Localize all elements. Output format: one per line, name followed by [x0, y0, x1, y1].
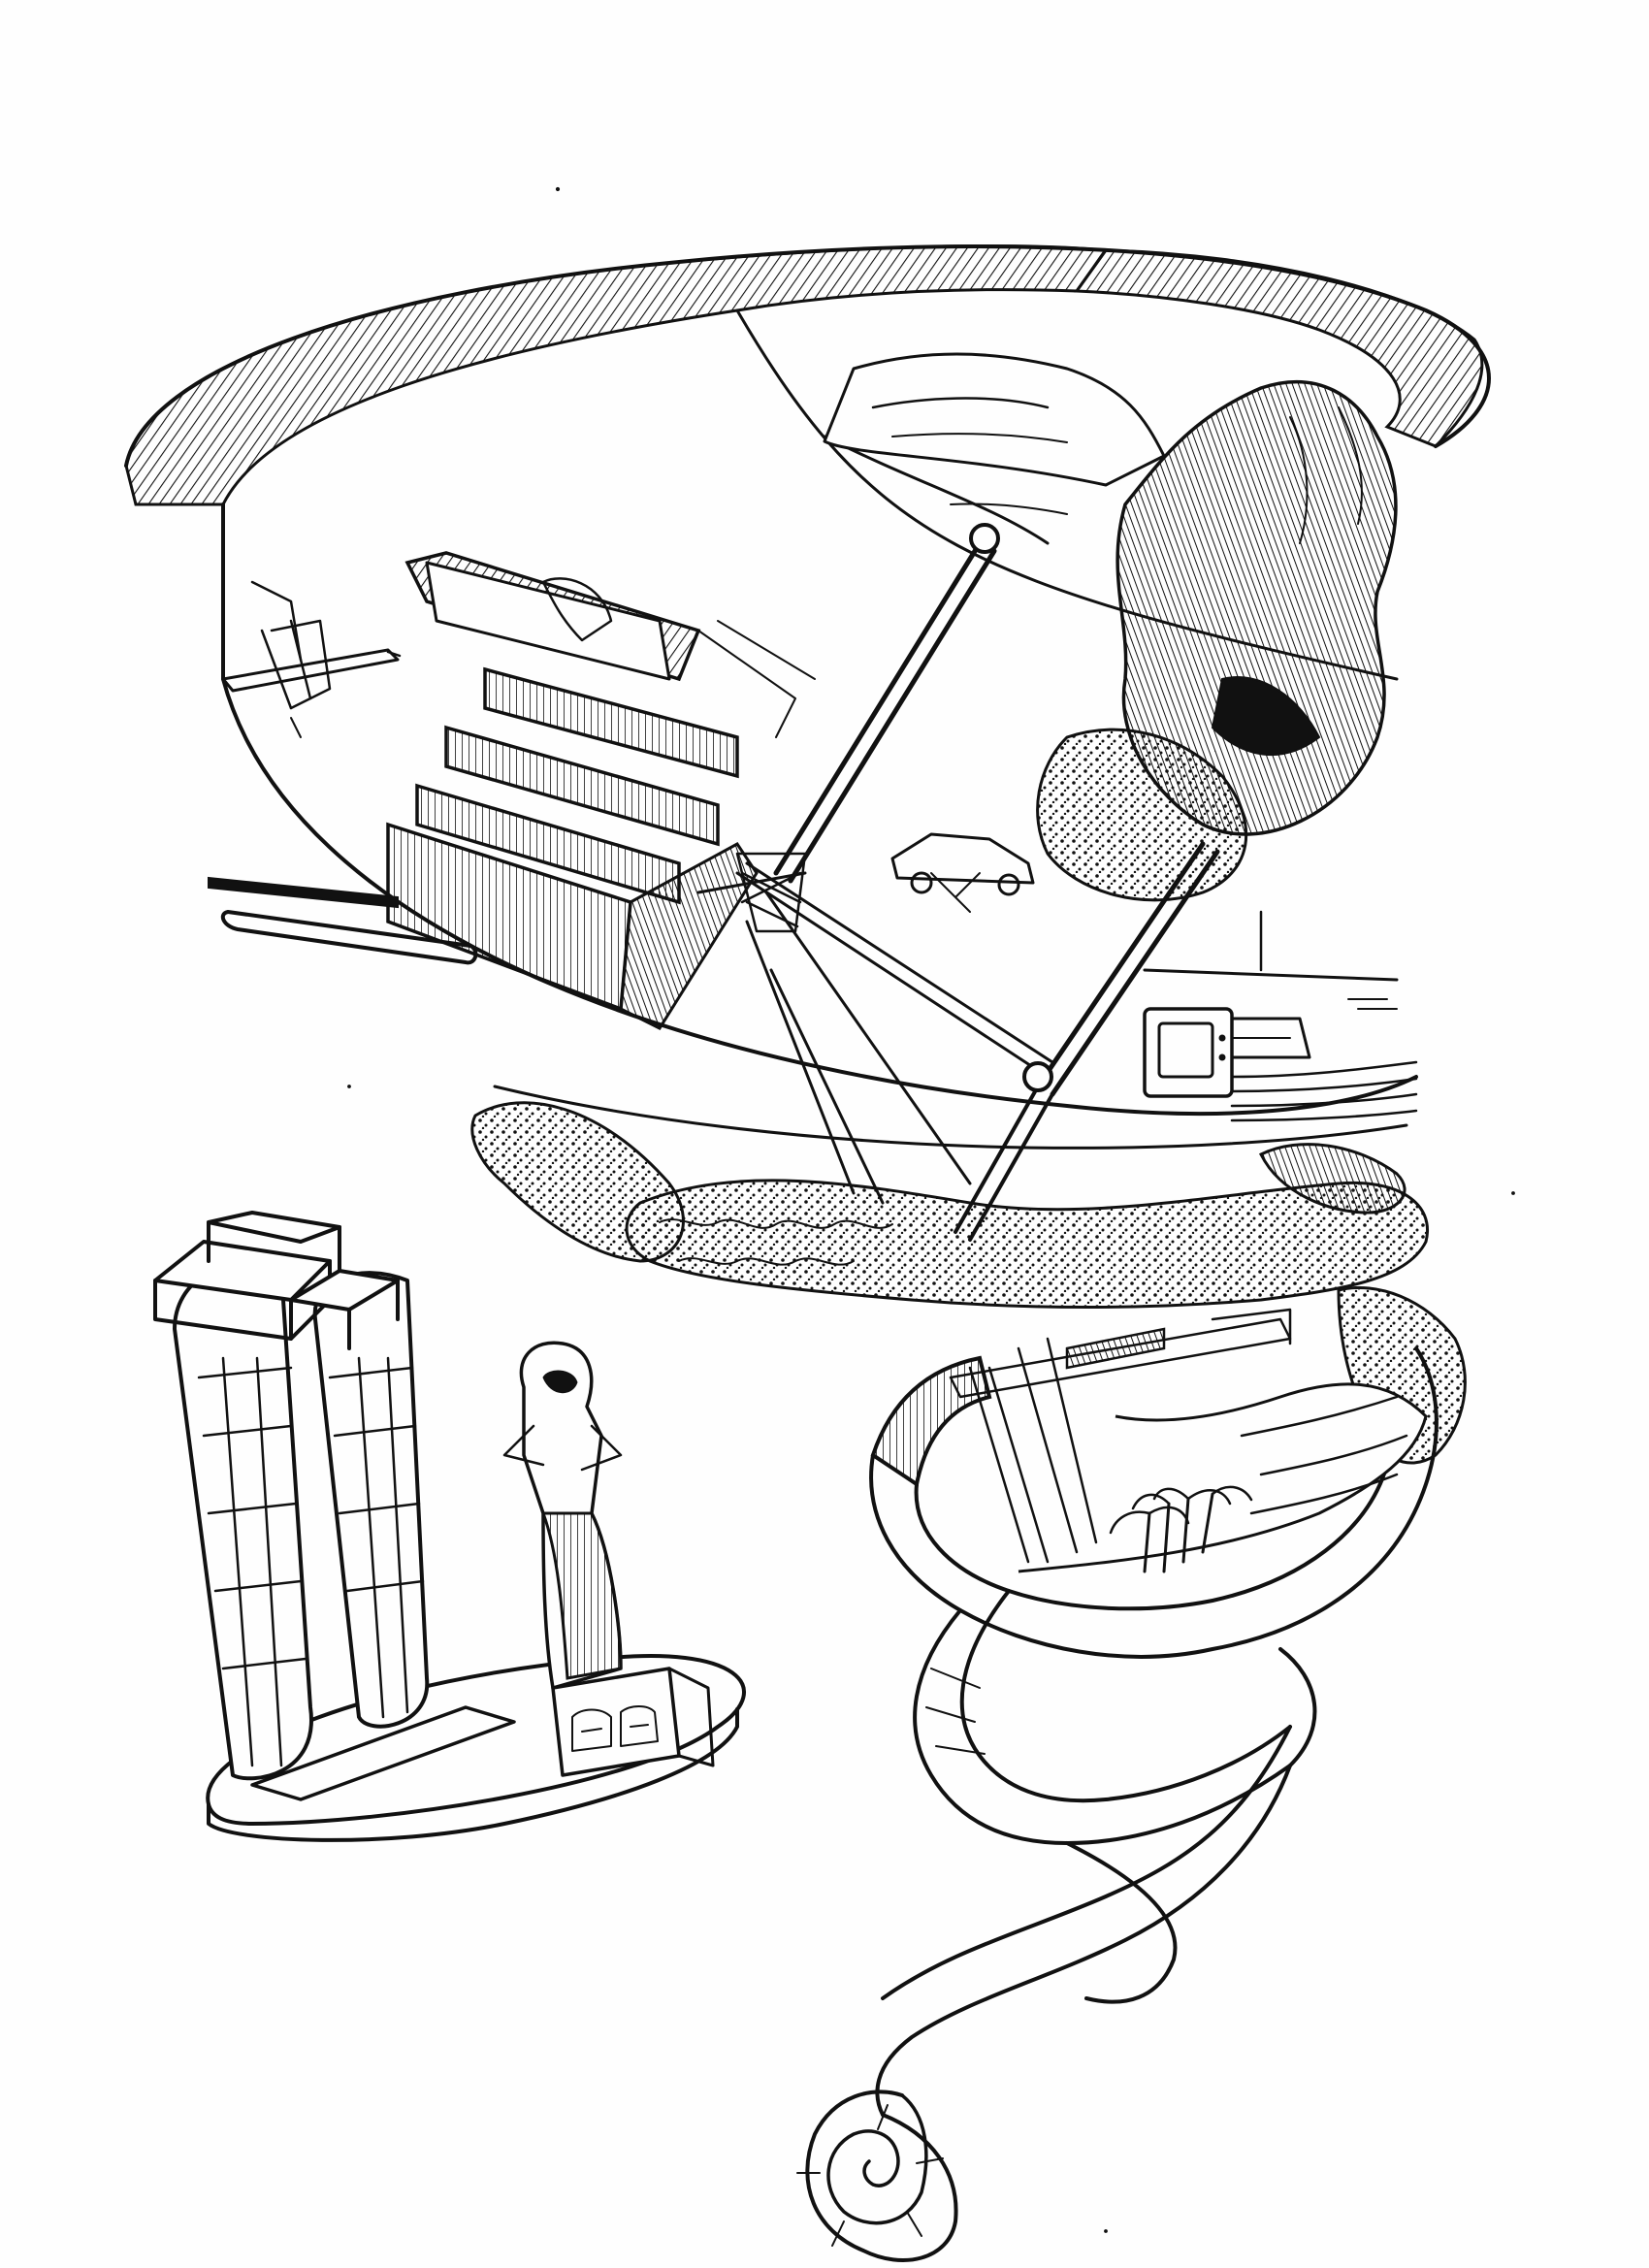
paper-speckles	[347, 186, 1515, 2233]
nautilus-spiral	[796, 2090, 958, 2262]
floating-disc	[124, 244, 1491, 1150]
egyptian-platform	[153, 1211, 746, 1842]
foliage-ring	[470, 1101, 1467, 1465]
ship-and-tv	[1143, 910, 1418, 1122]
twisting-ribbon	[869, 1346, 1439, 2117]
desert-palms	[949, 1308, 1428, 1573]
coastal-cliffs	[823, 352, 1398, 902]
airplane-sketch	[221, 580, 402, 738]
floating-bars	[208, 876, 478, 965]
car-sketch	[890, 832, 1035, 913]
telescoping-poles	[696, 523, 1220, 1242]
stepped-building	[386, 551, 816, 1030]
